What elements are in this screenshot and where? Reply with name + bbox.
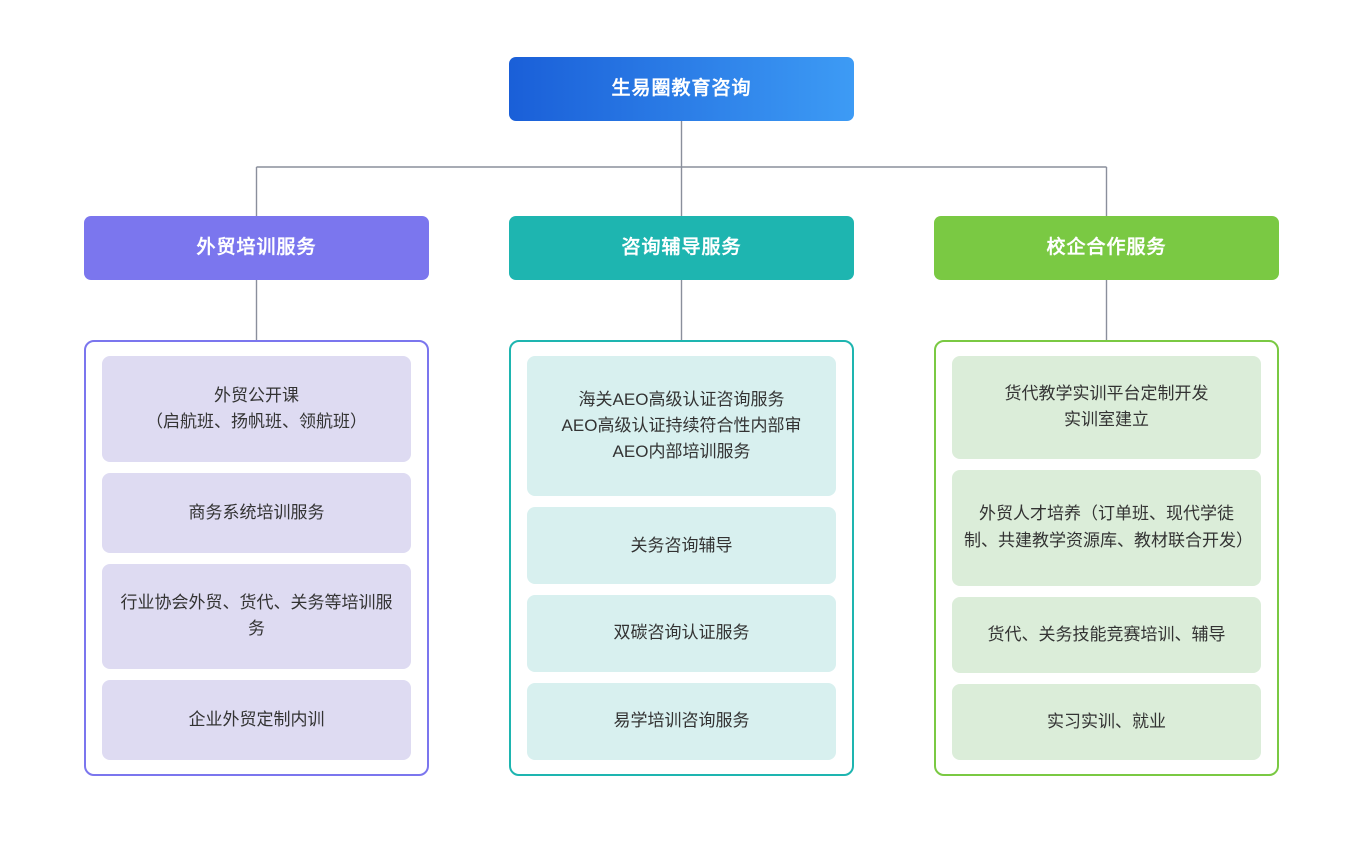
branch-header-label: 校企合作服务 — [1046, 236, 1167, 258]
branch-header-label: 咨询辅导服务 — [621, 236, 742, 258]
leaf-card[interactable]: 易学培训咨询服务 — [527, 683, 836, 760]
branch-column-2: 咨询辅导服务 海关AEO高级认证咨询服务 AEO高级认证持续符合性内部审 AEO… — [509, 216, 854, 776]
root-node[interactable]: 生易圈教育咨询 — [509, 57, 854, 121]
leaf-card[interactable]: 货代、关务技能竞赛培训、辅导 — [952, 596, 1261, 673]
leaf-card[interactable]: 外贸人才培养（订单班、现代学徒制、共建教学资源库、教材联合开发） — [952, 469, 1261, 586]
leaf-card[interactable]: 货代教学实训平台定制开发 实训室建立 — [952, 356, 1261, 459]
leaf-card[interactable]: 外贸公开课 （启航班、扬帆班、领航班） — [102, 356, 411, 462]
branch-body-waimao-peixun: 外贸公开课 （启航班、扬帆班、领航班） 商务系统培训服务 行业协会外贸、货代、关… — [84, 340, 429, 776]
branch-header-waimao-peixun[interactable]: 外贸培训服务 — [84, 216, 429, 280]
leaf-card[interactable]: 海关AEO高级认证咨询服务 AEO高级认证持续符合性内部审 AEO内部培训服务 — [527, 356, 836, 497]
branch-body-zixun-fudao: 海关AEO高级认证咨询服务 AEO高级认证持续符合性内部审 AEO内部培训服务 … — [509, 340, 854, 776]
branch-column-1: 外贸培训服务 外贸公开课 （启航班、扬帆班、领航班） 商务系统培训服务 行业协会… — [84, 216, 429, 776]
leaf-card[interactable]: 双碳咨询认证服务 — [527, 595, 836, 673]
branch-header-xiaoqi-hezuo[interactable]: 校企合作服务 — [934, 216, 1279, 280]
leaf-card[interactable]: 行业协会外贸、货代、关务等培训服务 — [102, 563, 411, 670]
branch-column-3: 校企合作服务 货代教学实训平台定制开发 实训室建立 外贸人才培养（订单班、现代学… — [934, 216, 1279, 776]
leaf-card[interactable]: 企业外贸定制内训 — [102, 680, 411, 760]
root-node-label: 生易圈教育咨询 — [611, 77, 752, 99]
branch-header-label: 外贸培训服务 — [196, 236, 317, 258]
leaf-card[interactable]: 商务系统培训服务 — [102, 472, 411, 553]
branch-header-zixun-fudao[interactable]: 咨询辅导服务 — [509, 216, 854, 280]
branch-body-xiaoqi-hezuo: 货代教学实训平台定制开发 实训室建立 外贸人才培养（订单班、现代学徒制、共建教学… — [934, 340, 1279, 776]
leaf-card[interactable]: 实习实训、就业 — [952, 683, 1261, 760]
leaf-card[interactable]: 关务咨询辅导 — [527, 507, 836, 585]
